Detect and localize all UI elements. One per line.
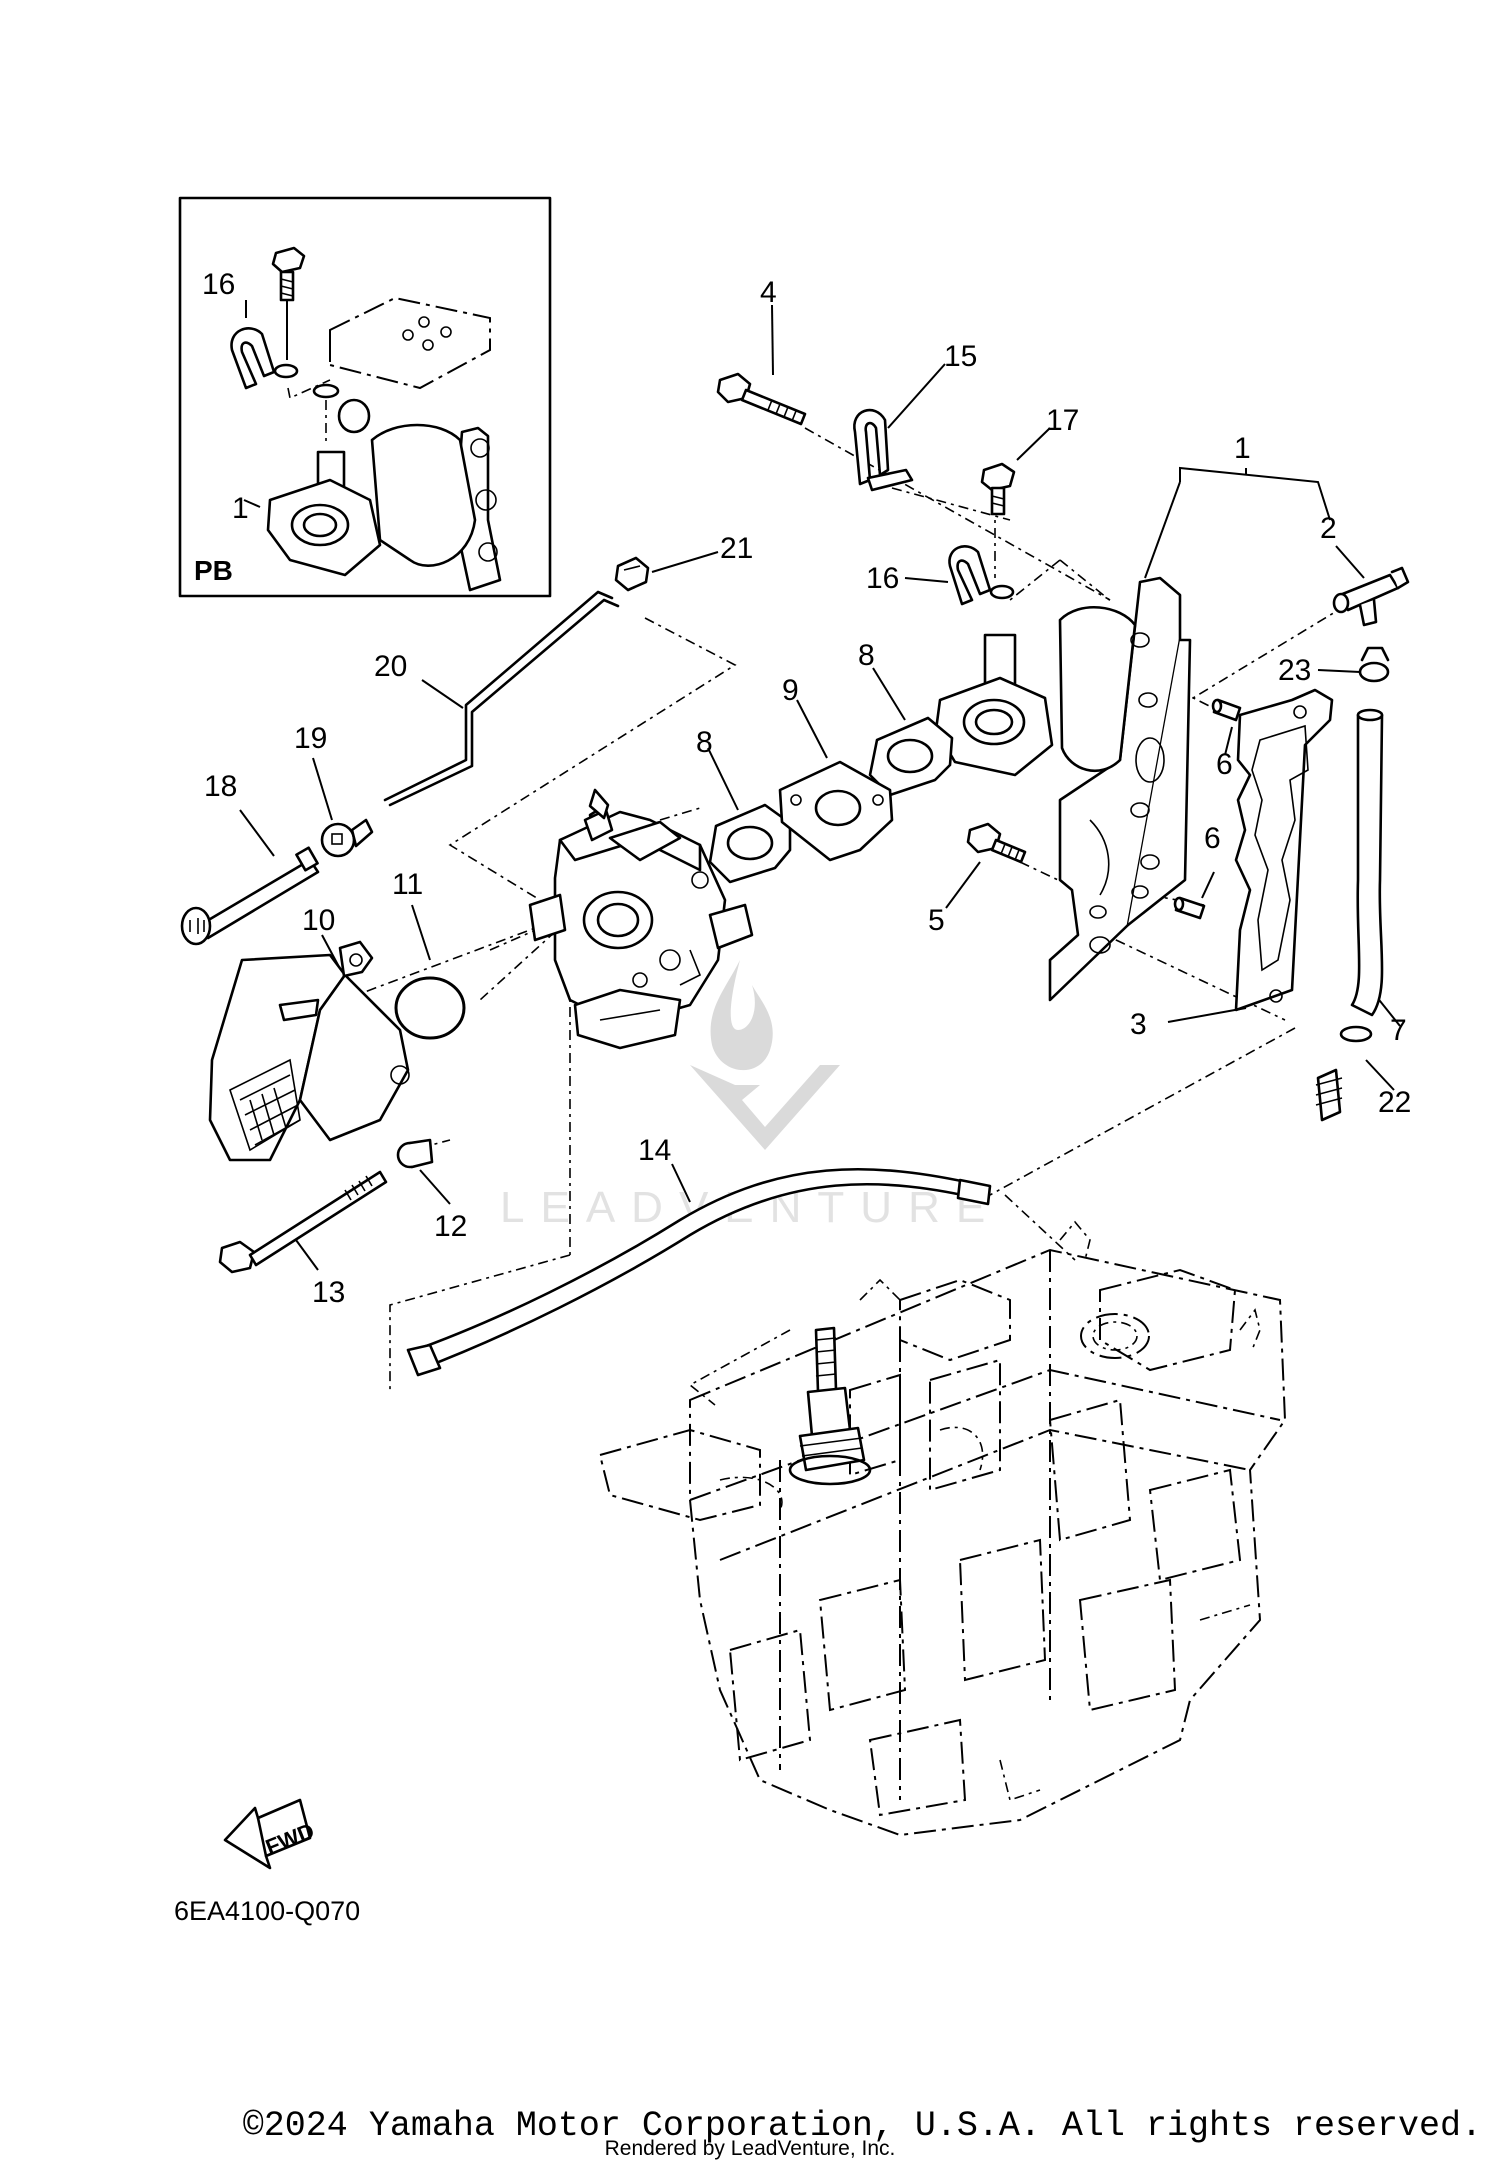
clip-21-icon (614, 556, 650, 592)
inset-clamp-icon (230, 327, 299, 390)
hose-14-icon (406, 1167, 992, 1377)
bolt-13-icon (218, 1170, 388, 1274)
callout-13: 13 (312, 1276, 345, 1309)
callout-14: 14 (638, 1134, 671, 1167)
inset-bolt-icon (271, 246, 306, 302)
callout-19: 19 (294, 722, 327, 755)
hose-7-icon (1350, 708, 1384, 1017)
callout-17: 17 (1046, 404, 1079, 437)
copyright-notice: ©2024 Yamaha Motor Corporation, U.S.A. A… (242, 2106, 1482, 2146)
clip-23-icon (1358, 646, 1390, 683)
clamp-16-icon (948, 545, 1015, 606)
lever-19-icon (320, 818, 374, 858)
callout-3: 3 (1130, 1008, 1147, 1041)
callout-1-inset: 1 (232, 492, 249, 525)
carburetor-icon (528, 788, 754, 1050)
callout-16: 16 (866, 562, 899, 595)
callout-16-inset: 16 (202, 268, 235, 301)
pin-6b-icon (1173, 896, 1206, 920)
callout-11: 11 (392, 868, 423, 901)
callout-8-upper: 8 (858, 639, 875, 672)
callout-12: 12 (434, 1210, 467, 1243)
bolt-4-icon (716, 372, 807, 426)
watermark-logo-icon (690, 960, 840, 1150)
knob-18-icon (180, 846, 320, 946)
engine-block-icon (598, 1220, 1287, 1837)
grommet-12-icon (396, 1138, 434, 1169)
intake-manifold-1-icon (934, 576, 1192, 1002)
callout-4: 4 (760, 276, 777, 309)
callout-22: 22 (1378, 1086, 1411, 1119)
inset-label: PB (194, 555, 233, 586)
gasket-8a-icon (868, 716, 954, 797)
bolt-17-icon (980, 462, 1016, 516)
insulator-9-icon (778, 760, 894, 862)
callout-15: 15 (944, 340, 977, 373)
callout-7: 7 (1390, 1014, 1407, 1047)
pin-6a-icon (1211, 698, 1242, 722)
spark-plug-icon (788, 1326, 872, 1486)
callout-2: 2 (1320, 512, 1337, 545)
part-code: 6EA4100-Q070 (174, 1896, 360, 1926)
inset-pb (178, 196, 552, 598)
silencer-10-icon (208, 940, 410, 1162)
fwd-arrow-icon: FWD (223, 1798, 318, 1870)
callout-18: 18 (204, 770, 237, 803)
callout-1: 1 (1234, 432, 1251, 465)
link-rod-20-icon (383, 590, 620, 807)
callout-6-upper: 6 (1216, 748, 1233, 781)
leader-lines (239, 304, 1401, 1406)
inset-manifold-icon (266, 423, 502, 592)
gasket-8b-icon (708, 803, 792, 884)
callout-9: 9 (782, 674, 799, 707)
clamp-15-icon (853, 408, 914, 492)
joint-2-icon (1332, 566, 1410, 627)
callout-10: 10 (302, 904, 335, 937)
callout-20: 20 (374, 650, 407, 683)
callout-21: 21 (720, 532, 753, 565)
rendered-by-notice: Rendered by LeadVenture, Inc. (604, 2137, 896, 2160)
callout-8-lower: 8 (696, 726, 713, 759)
bolt-5-icon (966, 822, 1027, 864)
clip-22-icon (1315, 1025, 1373, 1122)
gasket-3-icon (1234, 688, 1334, 1012)
callout-6-lower: 6 (1204, 822, 1221, 855)
o-ring-11-icon (394, 976, 466, 1040)
callout-5: 5 (928, 904, 945, 937)
callout-23: 23 (1278, 654, 1311, 687)
